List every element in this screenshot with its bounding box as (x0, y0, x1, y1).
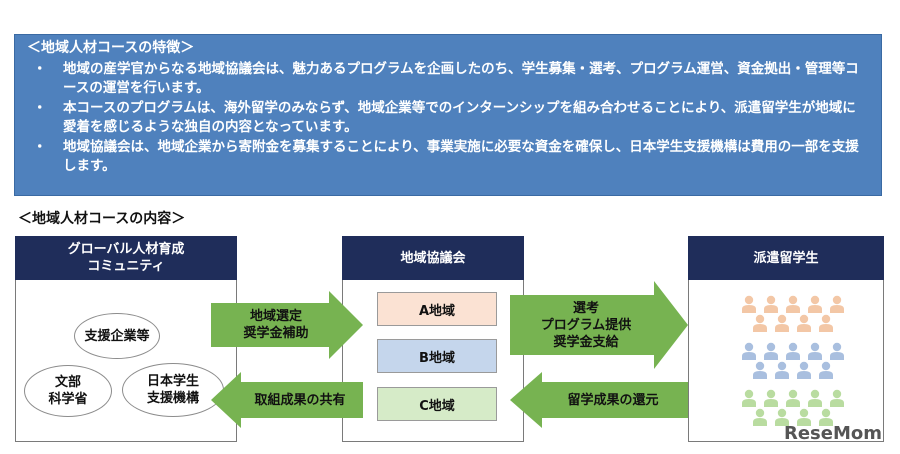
student-person-icon (764, 295, 778, 313)
region-c-box: C地域 (377, 387, 497, 421)
arrow-council-to-left: 取組成果の共有 (211, 372, 363, 428)
arrow-students-to-council: 留学成果の還元 (510, 372, 688, 428)
arrow-right-shape (510, 281, 688, 369)
student-person-icon (808, 295, 822, 313)
region-b-box: B地域 (377, 339, 497, 373)
bullet-mark: ・ (33, 139, 47, 155)
arrow-label: 地域選定 奨学金補助 (243, 309, 309, 341)
student-person-icon (819, 314, 833, 332)
student-person-icon (753, 314, 767, 332)
student-person-icon (742, 389, 756, 407)
feature-box: ＜地域人材コースの特徴＞ ・ 地域の産学官からなる地域協議会は、魅力あるプログラ… (14, 34, 882, 196)
feature-title: ＜地域人材コースの特徴＞ (27, 40, 195, 56)
arrow-left-shape (211, 372, 363, 428)
feature-bullet-text: 本コースのプログラムは、海外留学のみならず、地域企業等でのインターンシップを組み… (63, 100, 856, 135)
student-person-icon (753, 361, 767, 379)
community-panel-title: グローバル人材育成 コミュニティ (67, 242, 185, 274)
content-section-title: ＜地域人材コースの内容＞ (18, 211, 186, 227)
student-person-icon (786, 295, 800, 313)
oval-mext: 文部 科学省 (24, 365, 112, 417)
student-person-icon (830, 389, 844, 407)
student-person-icon (830, 295, 844, 313)
arrow-label: 留学成果の還元 (567, 392, 659, 408)
arrow-left-shape (510, 372, 688, 428)
arrow-right-shape (211, 291, 363, 359)
council-panel: 地域協議会 A地域 B地域 C地域 (342, 236, 524, 442)
students-panel: 派遣留学生 (688, 236, 884, 442)
feature-bullet-1: ・ 地域の産学官からなる地域協議会は、魅力あるプログラムを企画したのち、学生募集… (27, 60, 867, 98)
feature-bullet-text: 地域協議会は、地域企業から寄附金を募集することにより、事業実施に必要な資金を確保… (63, 139, 859, 174)
student-person-icon (742, 295, 756, 313)
community-panel: グローバル人材育成 コミュニティ 支援企業等 文部 科学省 日本学生 支援機構 (15, 236, 237, 442)
feature-bullet-2: ・ 本コースのプログラムは、海外留学のみならず、地域企業等でのインターンシップを… (27, 99, 867, 137)
bullet-mark: ・ (33, 100, 47, 116)
student-person-icon (775, 314, 789, 332)
arrow-council-to-students: 選考 プログラム提供 奨学金支給 (510, 281, 688, 369)
student-person-icon (753, 408, 767, 426)
oval-jasso: 日本学生 支援機構 (122, 363, 224, 417)
student-person-icon (775, 361, 789, 379)
feature-bullet-text: 地域の産学官からなる地域協議会は、魅力あるプログラムを企画したのち、学生募集・選… (63, 61, 859, 96)
oval-label: 文部 科学省 (48, 375, 88, 407)
student-person-icon (797, 408, 811, 426)
arrow-label: 取組成果の共有 (254, 392, 346, 408)
student-person-icon (764, 389, 778, 407)
student-person-icon (764, 342, 778, 360)
feature-bullet-3: ・ 地域協議会は、地域企業から寄附金を募集することにより、事業実施に必要な資金を… (27, 138, 867, 176)
student-person-icon (797, 314, 811, 332)
arrow-left-to-council: 地域選定 奨学金補助 (211, 291, 363, 359)
student-person-icon (808, 342, 822, 360)
oval-label: 日本学生 支援機構 (146, 374, 199, 406)
region-a-box: A地域 (377, 292, 497, 326)
student-person-icon (786, 342, 800, 360)
student-person-icon (742, 342, 756, 360)
oval-support-companies: 支援企業等 (74, 313, 160, 359)
student-person-icon (808, 389, 822, 407)
students-panel-header: 派遣留学生 (688, 236, 884, 280)
students-panel-title: 派遣留学生 (753, 250, 819, 266)
student-person-icon (819, 361, 833, 379)
community-panel-header: グローバル人材育成 コミュニティ (15, 236, 237, 280)
student-person-icon (819, 408, 833, 426)
student-person-icon (797, 361, 811, 379)
resemom-watermark: ReseMom (783, 423, 882, 444)
student-person-icon (775, 408, 789, 426)
council-panel-title: 地域協議会 (400, 250, 466, 266)
arrow-label: 選考 プログラム提供 奨学金支給 (540, 300, 632, 350)
oval-label: 支援企業等 (84, 328, 150, 344)
student-person-icon (830, 342, 844, 360)
council-panel-header: 地域協議会 (342, 236, 524, 280)
student-person-icon (786, 389, 800, 407)
bullet-mark: ・ (33, 61, 47, 77)
